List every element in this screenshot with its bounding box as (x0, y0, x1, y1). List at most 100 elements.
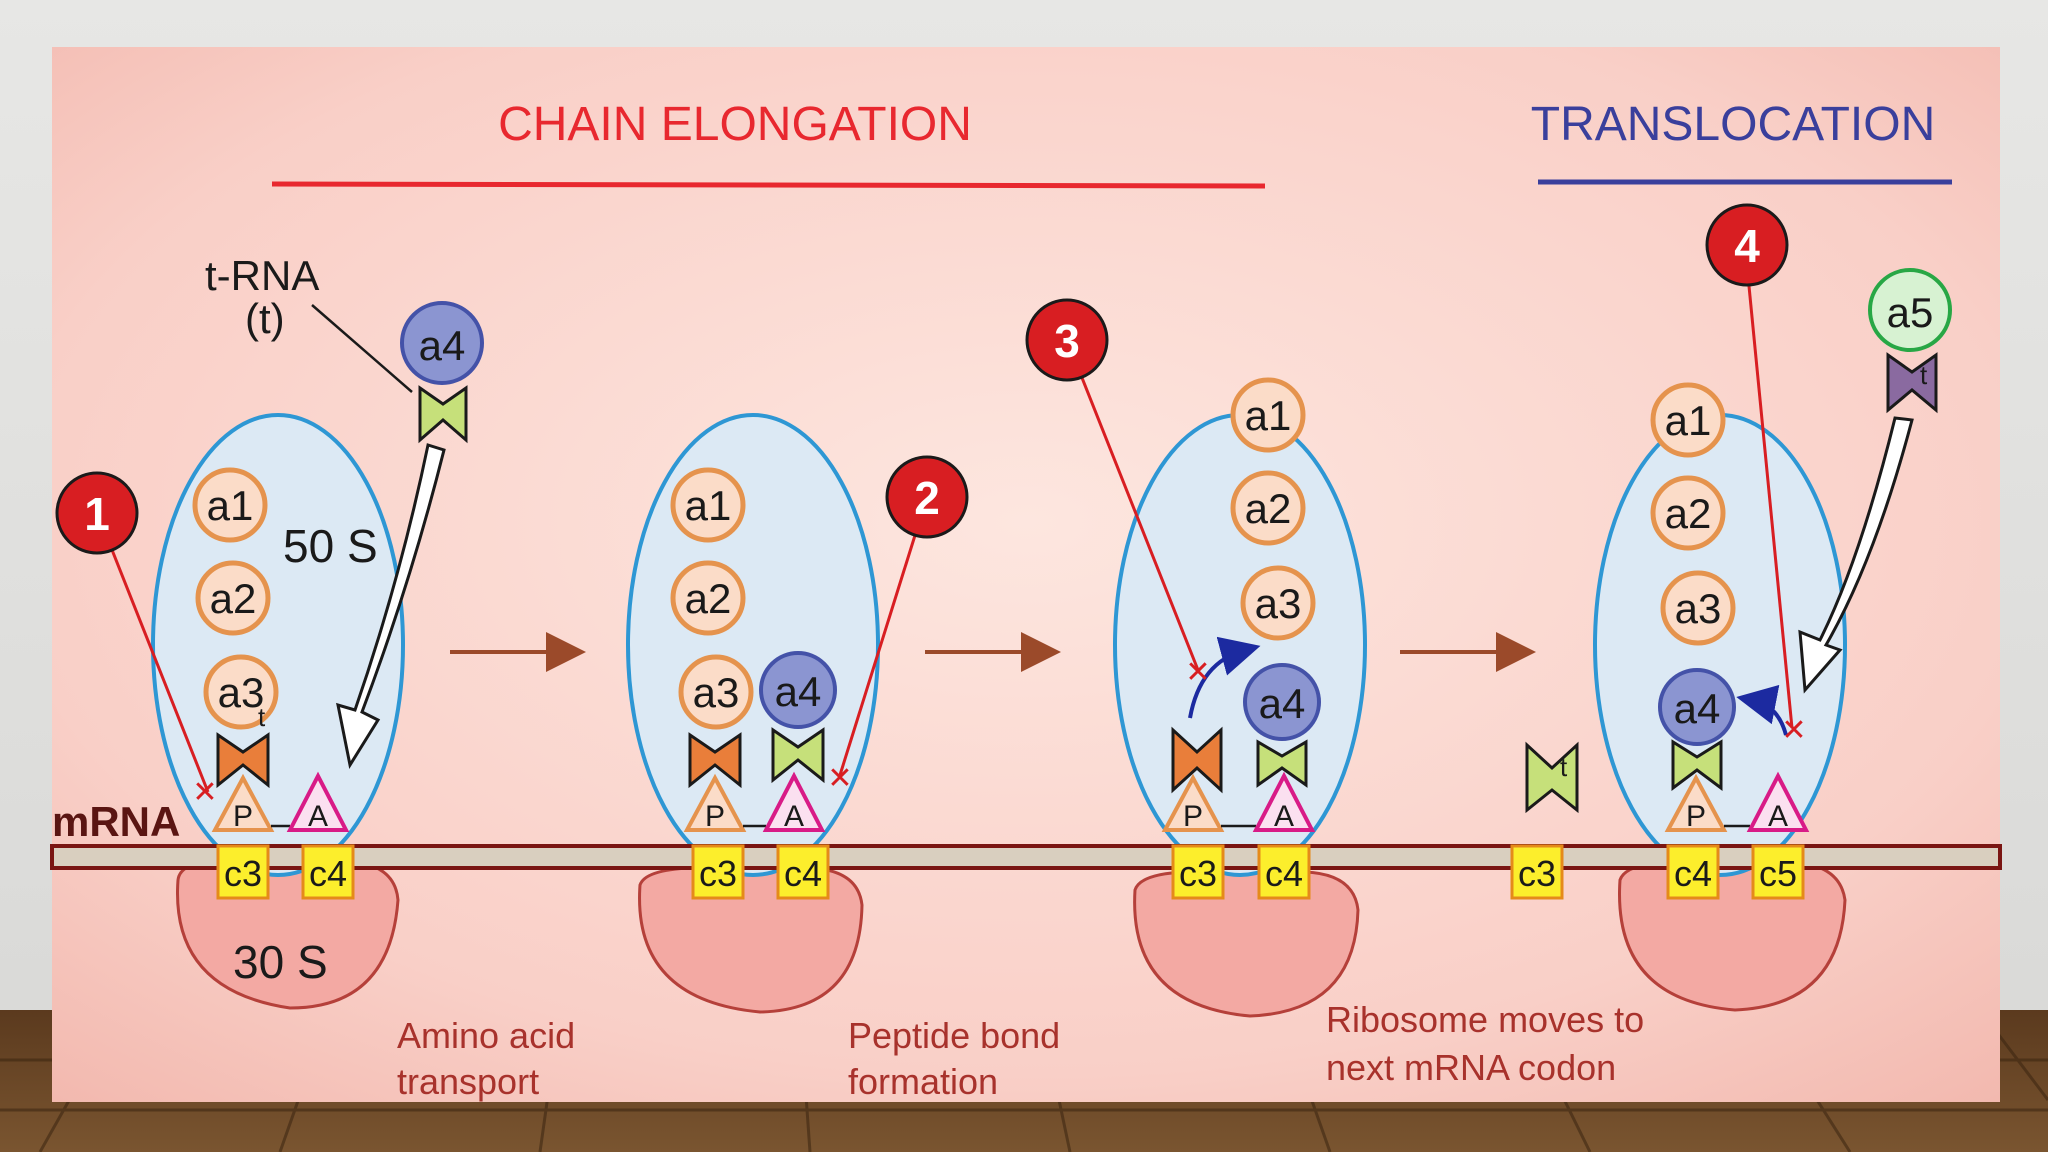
marker-1-pointer (95, 511, 210, 793)
incoming-a5: a5 t (1868, 268, 1952, 414)
codon-c3-free: c3 (1510, 844, 1564, 900)
svg-text:c4: c4 (309, 853, 347, 894)
svg-text:a1: a1 (1245, 392, 1292, 439)
large-subunit-1 (151, 413, 405, 877)
amino-acid-a1: a1 (192, 467, 268, 543)
panel-3: a1 a2 a3 a4 P A c3 (1025, 298, 1644, 1088)
incoming-arrow-4 (1798, 416, 1914, 694)
released-trna: t (1525, 741, 1579, 814)
svg-text:c3: c3 (1518, 853, 1556, 894)
trna-label: t-RNA (205, 252, 319, 299)
svg-text:a3: a3 (1675, 585, 1722, 632)
large-subunit-label: 50 S (283, 520, 378, 572)
svg-text:a4: a4 (775, 668, 822, 715)
amino-acid-a4: a4 (1658, 668, 1736, 746)
svg-text:a2: a2 (685, 575, 732, 622)
svg-text:a1: a1 (1665, 397, 1712, 444)
svg-text:4: 4 (1734, 220, 1760, 272)
marker-2-cross: ✕ (827, 762, 852, 795)
svg-text:a3: a3 (218, 669, 265, 716)
svg-text:a2: a2 (1665, 490, 1712, 537)
marker-4-cross: ✕ (1781, 714, 1806, 747)
trna-abbrev-label: (t) (245, 295, 285, 342)
codon-c3-1: c3 (216, 844, 270, 900)
amino-acid-a3: a3 (203, 654, 279, 730)
mrna-label: mRNA (52, 798, 180, 845)
svg-text:2: 2 (914, 472, 940, 524)
panel-2: a1 a2 a3 a4 P A c3 c4 (670, 455, 1060, 1102)
amino-acid-a2: a2 (1650, 475, 1726, 551)
incoming-a4: a4 (400, 301, 484, 444)
svg-text:c4: c4 (1674, 853, 1712, 894)
svg-text:t: t (258, 702, 266, 732)
caption-1-line1: Amino acid (397, 1015, 575, 1056)
amino-acid-a1: a1 (1230, 377, 1306, 453)
p-site-1: P (211, 773, 275, 833)
large-subunit-2 (626, 413, 880, 877)
svg-text:c4: c4 (784, 853, 822, 894)
trna-a-site-3 (1256, 739, 1308, 788)
svg-text:t: t (1920, 360, 1928, 390)
panel-1: a1 a2 a3 t P A c3 c (55, 301, 575, 1102)
caption-2-line1: Peptide bond (848, 1015, 1060, 1056)
marker-1-cross: ✕ (192, 776, 217, 809)
svg-text:a3: a3 (1255, 580, 1302, 627)
p-site-4: P (1664, 773, 1728, 833)
panel-4: a1 a2 a3 a4 P A c4 c5 (1650, 203, 1952, 900)
trna-a-site-2 (771, 727, 825, 784)
amino-acid-a3: a3 (1660, 570, 1736, 646)
svg-text:P: P (1686, 800, 1706, 833)
caption-3-line1: Ribosome moves to (1326, 999, 1644, 1040)
svg-text:c4: c4 (1265, 853, 1303, 894)
amino-acid-a3: a3 (1240, 565, 1316, 641)
svg-text:c3: c3 (224, 853, 262, 894)
translocation-arrow (1736, 684, 1788, 736)
svg-text:a4: a4 (1674, 685, 1721, 732)
a-site-4: A (1746, 771, 1810, 833)
codon-c3-3: c3 (1171, 844, 1225, 900)
marker-4-pointer (1743, 244, 1794, 729)
marker-3-cross: ✕ (1185, 656, 1210, 689)
marker-2-pointer (838, 496, 929, 776)
codon-c4-3: c4 (1257, 844, 1311, 900)
translocation-heading: TRANSLOCATION (1531, 98, 1935, 151)
svg-text:A: A (784, 800, 804, 833)
step-marker-3: 3 (1025, 298, 1109, 382)
caption-1-line2: transport (397, 1061, 539, 1102)
codon-c3-2: c3 (691, 844, 745, 900)
codon-c4-4: c4 (1666, 844, 1720, 900)
svg-text:a2: a2 (1245, 485, 1292, 532)
amino-acid-a1: a1 (670, 467, 746, 543)
svg-text:t: t (1560, 752, 1568, 782)
a-site-3: A (1252, 771, 1316, 833)
a-site-2: A (762, 771, 826, 833)
svg-text:A: A (308, 800, 328, 833)
svg-text:1: 1 (84, 488, 110, 540)
amino-acid-a2: a2 (670, 560, 746, 636)
svg-text:a1: a1 (207, 482, 254, 529)
chain-elongation-underline (271, 181, 1266, 189)
trna-p-site-4 (1671, 739, 1723, 791)
incoming-arrow-1 (336, 443, 446, 770)
svg-text:a2: a2 (210, 575, 257, 622)
svg-text:a3: a3 (693, 669, 740, 716)
codon-c4-2: c4 (776, 844, 830, 900)
svg-text:a4: a4 (1259, 680, 1306, 727)
svg-text:P: P (1183, 800, 1203, 833)
small-subunit-label: 30 S (233, 936, 328, 988)
svg-text:P: P (233, 800, 253, 833)
svg-text:3: 3 (1054, 315, 1080, 367)
p-site-2: P (683, 773, 747, 833)
codon-c5-4: c5 (1751, 844, 1805, 900)
peptide-transfer-arrow (1188, 636, 1261, 719)
svg-text:c3: c3 (1179, 853, 1217, 894)
amino-acid-a4: a4 (759, 651, 837, 729)
amino-acid-a1: a1 (1650, 382, 1726, 458)
step-marker-2: 2 (885, 455, 969, 539)
a-site-1: A (286, 771, 350, 833)
amino-acid-a3: a3 (678, 654, 754, 730)
chain-elongation-heading: CHAIN ELONGATION (498, 98, 972, 151)
svg-text:a4: a4 (419, 322, 466, 369)
